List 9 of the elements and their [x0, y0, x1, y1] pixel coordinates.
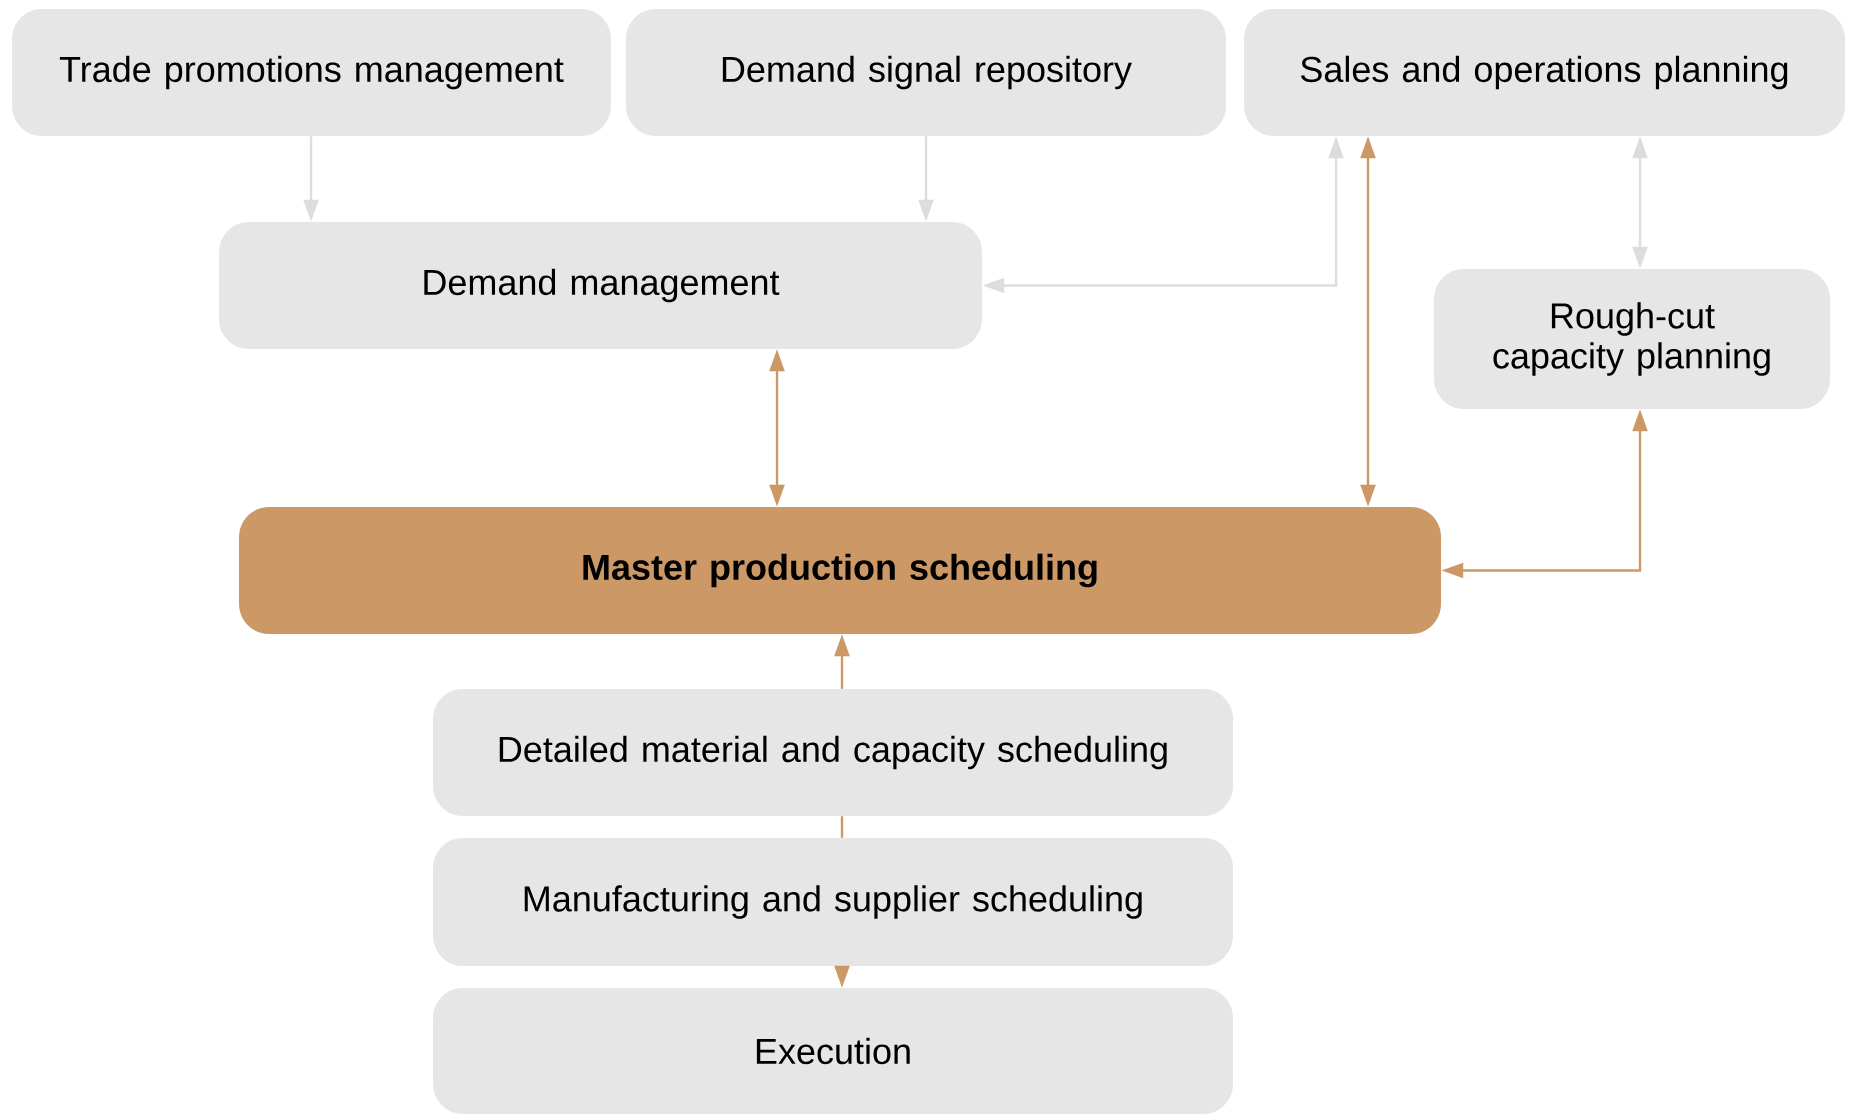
process-box: Execution — [433, 988, 1233, 1114]
process-box: Rough-cut capacity planning — [1434, 269, 1830, 409]
process-box: Detailed material and capacity scheduling — [433, 689, 1233, 816]
process-box: Manufacturing and supplier scheduling — [433, 838, 1233, 966]
process-box: Trade promotions management — [12, 9, 611, 136]
highlighted-process-box: Master production scheduling — [239, 507, 1441, 634]
process-box: Demand signal repository — [626, 9, 1226, 136]
process-box: Sales and operations planning — [1244, 9, 1845, 136]
process-box: Demand management — [219, 222, 982, 349]
